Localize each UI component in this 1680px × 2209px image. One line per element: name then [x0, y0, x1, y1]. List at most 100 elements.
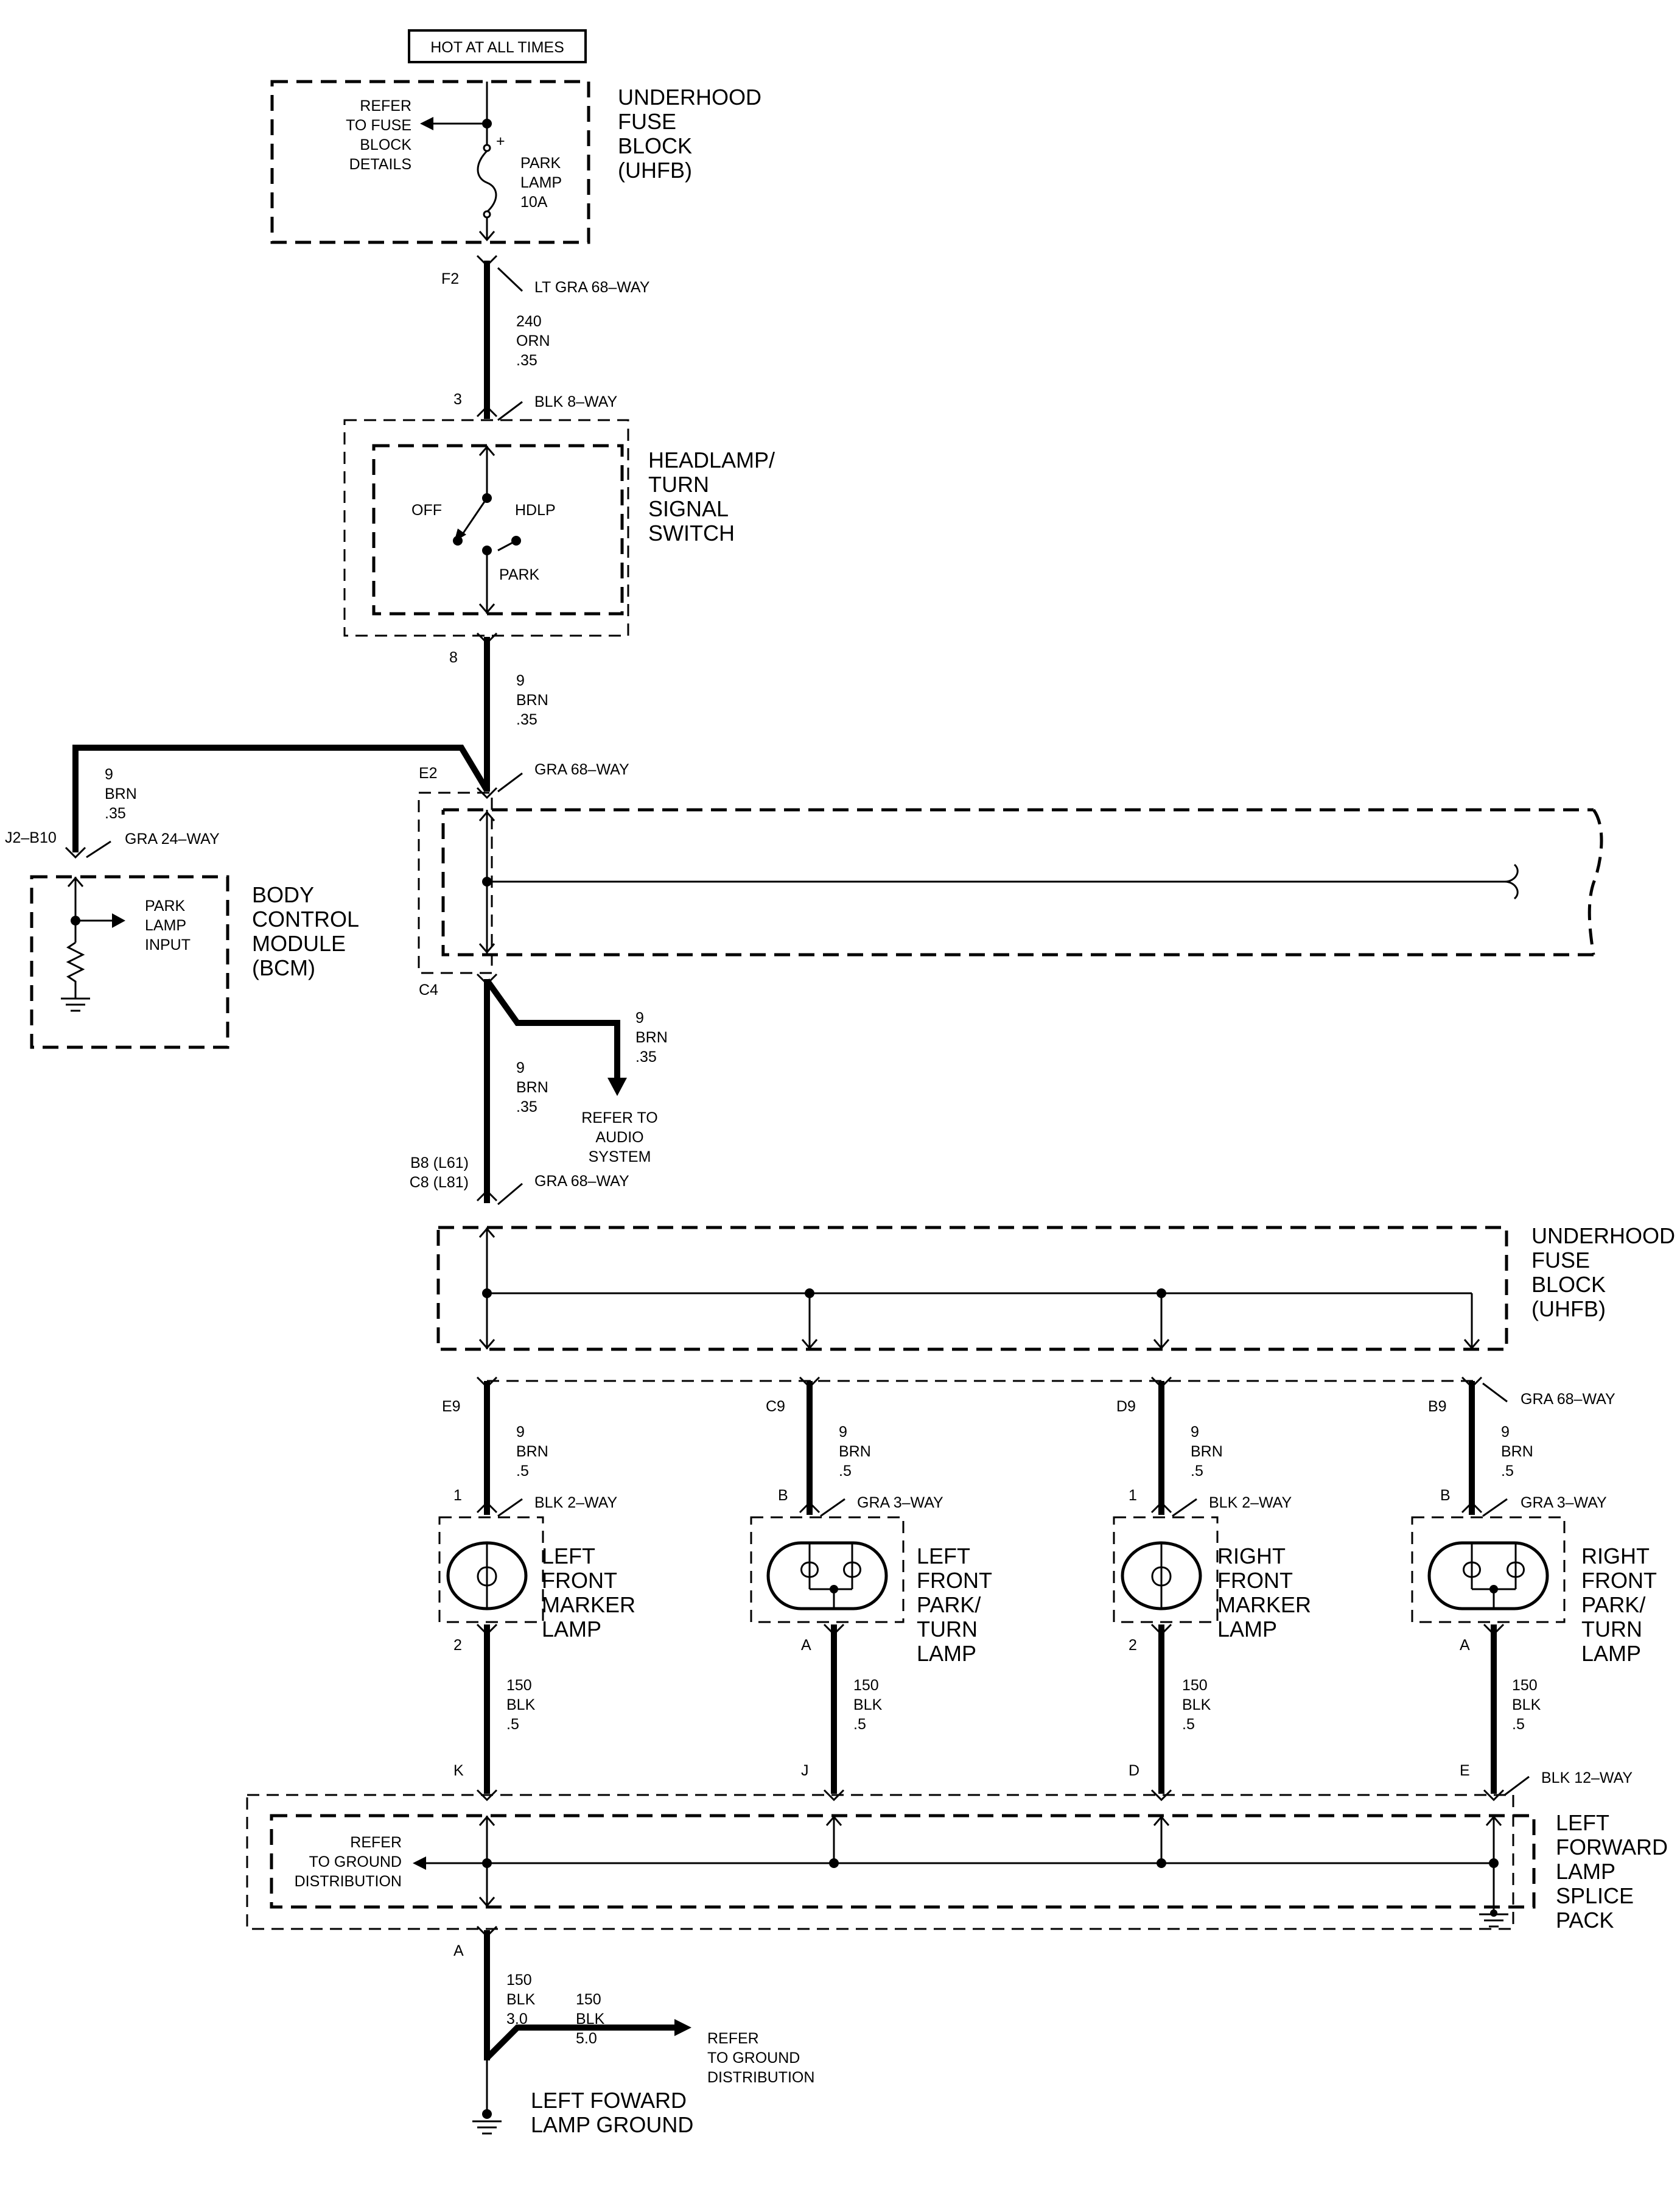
circuit-line: 9	[516, 1424, 525, 1441]
lamp-title-line: PARK/	[917, 1592, 981, 1617]
circuit-line: .35	[516, 1098, 537, 1115]
refer-line: REFER	[707, 2030, 759, 2047]
circuit-line: BLK	[506, 1696, 536, 1713]
circuit-line: .5	[853, 1716, 866, 1733]
continuation-icon	[1504, 863, 1519, 900]
refer-line: BLOCK	[360, 136, 411, 153]
lamp-pin-top: E9	[442, 1398, 461, 1415]
refer-line: DISTRIBUTION	[707, 2069, 814, 2086]
circuit-9-mid: 9 BRN .35	[516, 1059, 548, 1115]
circuit-line: 150	[1182, 1677, 1208, 1694]
bcm-title-line: BODY	[252, 882, 314, 907]
arrow-left-icon	[413, 1856, 426, 1870]
switch-title: HEADLAMP/ TURN SIGNAL SWITCH	[648, 448, 775, 546]
fuse-label-line: PARK	[520, 155, 561, 172]
circuit-line: BLK	[853, 1696, 883, 1713]
fuse-plus: +	[496, 133, 505, 150]
uhfb-top-title-line: FUSE	[618, 109, 676, 134]
ground-icon	[61, 997, 90, 1012]
switch-blade	[460, 497, 488, 536]
circuit-line: 9	[839, 1424, 847, 1441]
fuse-terminal	[483, 210, 491, 219]
switch-title-line: HEADLAMP/	[648, 448, 775, 472]
circuit-line: BRN	[516, 692, 548, 709]
lamp-pin-top: D9	[1116, 1398, 1136, 1415]
ground-pin: A	[453, 1942, 464, 1959]
bcm-title-line: MODULE	[252, 931, 346, 956]
lamp-title: RIGHT FRONT MARKER LAMP	[1217, 1543, 1311, 1642]
lamp-conn: GRA 3–WAY	[857, 1494, 943, 1511]
switch-title-line: SIGNAL	[648, 496, 729, 521]
pin-line: B8 (L61)	[410, 1154, 469, 1171]
refer-line: TO GROUND	[707, 2049, 800, 2067]
circuit-line: .5	[1182, 1716, 1195, 1733]
lamp-title-line: FRONT	[542, 1568, 617, 1593]
circuit-240: 240 ORN .35	[516, 313, 550, 369]
circuit-line: .35	[105, 805, 126, 822]
circuit-line: 9	[635, 1010, 644, 1027]
uhfb-top-box	[270, 80, 590, 244]
arrow-down-icon	[607, 1078, 627, 1096]
input-line: PARK	[145, 897, 186, 915]
splice-title-line: PACK	[1556, 1908, 1614, 1933]
bcm-title-line: (BCM)	[252, 955, 315, 980]
lamp-housing	[1411, 1516, 1566, 1623]
conn-gra-68-e2: GRA 68–WAY	[534, 761, 629, 778]
circuit-line: 150	[1512, 1677, 1538, 1694]
pin-c4: C4	[419, 982, 438, 999]
splice-title-line: LAMP	[1556, 1859, 1615, 1884]
circuit-line: .35	[516, 352, 537, 369]
splice-title-line: FORWARD	[1556, 1835, 1668, 1860]
pin-8: 8	[449, 649, 458, 666]
lamp-title-line: RIGHT	[1217, 1543, 1286, 1568]
refer-line: TO GROUND	[309, 1853, 402, 1870]
lamp-pin-out: A	[1460, 1637, 1470, 1654]
ground-title-line: LAMP GROUND	[531, 2112, 693, 2137]
switch-inner-box	[372, 444, 624, 616]
circuit-line: .5	[1501, 1463, 1514, 1480]
lamp-conn: BLK 2–WAY	[1209, 1494, 1292, 1511]
lamp-title-line: FRONT	[917, 1568, 992, 1593]
splice-pin: D	[1129, 1762, 1139, 1779]
lamp-column-right-marker: D9 9 BRN .5 1 BLK 2–WAY RIGHT FRONT MARK…	[1113, 1376, 1311, 1802]
circuit-line: BLK	[506, 1991, 536, 2008]
lamp-housing	[1113, 1516, 1219, 1623]
ground-title: LEFT FOWARD LAMP GROUND	[531, 2088, 693, 2137]
lamp-conn: GRA 3–WAY	[1521, 1494, 1607, 1511]
pin-e2: E2	[419, 765, 438, 782]
audio-refer: REFER TO AUDIO SYSTEM	[581, 1109, 658, 1165]
uhfb-top-title: UNDERHOOD FUSE BLOCK (UHFB)	[618, 85, 761, 183]
input-line: LAMP	[145, 917, 186, 934]
lamp-pin-conn: 1	[1129, 1487, 1137, 1504]
pin-b8-c8: B8 (L61) C8 (L81)	[410, 1154, 469, 1191]
circuit-line: .5	[506, 1716, 519, 1733]
park-turn-lamp-icon	[1427, 1541, 1549, 1610]
splice-title: LEFT FORWARD LAMP SPLICE PACK	[1556, 1810, 1668, 1933]
lamp-title-line: MARKER	[542, 1592, 635, 1617]
circuit-line: .5	[839, 1463, 852, 1480]
fuse-label: PARK LAMP 10A	[520, 155, 562, 211]
circuit-line: BRN	[1501, 1443, 1533, 1460]
lamp-pin-out: A	[801, 1637, 811, 1654]
splice-junction	[482, 1858, 492, 1868]
bcm-box	[30, 875, 229, 1049]
circuit-line: 150	[506, 1677, 532, 1694]
splice-pin: K	[453, 1762, 464, 1779]
circuit-line: 3.0	[506, 2011, 528, 2028]
wire-150-blk-5	[485, 2025, 678, 2060]
circuit-line: ORN	[516, 332, 550, 349]
uhfb-top-title-line: BLOCK	[618, 133, 692, 158]
lamp-title: RIGHT FRONT PARK/ TURN LAMP	[1581, 1543, 1657, 1666]
hot-label: HOT AT ALL TIMES	[430, 39, 564, 56]
lamp-title-line: PARK/	[1581, 1592, 1645, 1617]
conn-lt-gra-68: LT GRA 68–WAY	[534, 279, 650, 296]
splice-refer: REFER TO GROUND DISTRIBUTION	[295, 1834, 402, 1890]
arrow-left-icon	[420, 117, 433, 130]
bcm-title-line: CONTROL	[252, 907, 359, 932]
ground-circuit1: 150 BLK 3.0	[506, 1972, 536, 2028]
refer-line: DISTRIBUTION	[295, 1873, 402, 1890]
lamp-column-left-marker: E9 9 BRN .5 1 BLK 2–WAY LEFT FRONT MARKE…	[438, 1376, 635, 1802]
lamp-title: LEFT FRONT MARKER LAMP	[542, 1543, 635, 1642]
splice-pin: J	[801, 1762, 809, 1779]
